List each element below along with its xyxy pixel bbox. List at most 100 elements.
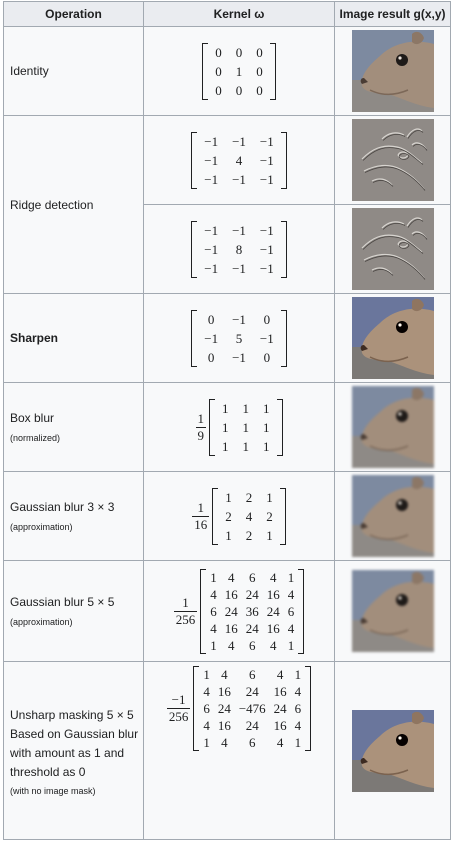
matrix-cell: −1: [232, 133, 246, 149]
matrix-cell: 16: [217, 684, 231, 699]
matrix-cell: 6: [249, 735, 256, 750]
op-gauss5: Gaussian blur 5 × 5 (approximation): [3, 560, 144, 662]
convolution-kernels-table: Operation Kernel ω Image result g(x,y) I…: [3, 1, 451, 840]
matrix-cell: 24: [245, 620, 259, 636]
header-kernel: Kernel ω: [143, 1, 335, 27]
matrix-cell: 16: [266, 586, 280, 602]
matrix-cell: −1: [232, 260, 246, 276]
squirrel-image-ridge-b: [351, 208, 434, 290]
matrix-cell: 1: [242, 400, 250, 416]
matrix-cell: −1: [259, 133, 274, 149]
image-gauss3: [334, 471, 451, 561]
op-unsharp-label2: Based on Gaussian blur: [10, 726, 139, 741]
matrix-cell: 4: [235, 152, 243, 168]
squirrel-image-box: [351, 386, 434, 468]
matrix-cell: 1: [294, 667, 302, 682]
matrix-cell: 4: [270, 637, 277, 653]
matrix-cell: −1: [232, 222, 246, 238]
matrix-cell: 8: [235, 241, 243, 257]
op-gauss3: Gaussian blur 3 × 3 (approximation): [3, 471, 144, 561]
squirrel-image-unsharp: [351, 709, 434, 792]
matrix-cell: −1: [204, 222, 219, 238]
matrix-cell: 2: [245, 527, 253, 543]
matrix-cell: 0: [263, 349, 271, 365]
matrix-cell: 0: [256, 44, 263, 60]
matrix-cell: −1: [204, 330, 219, 346]
matrix-cell: −1: [232, 171, 246, 187]
matrix-cell: 1: [203, 735, 210, 750]
matrix-cell: 2: [245, 489, 253, 505]
squirrel-image-ridge-a: [351, 119, 434, 201]
matrix-cell: 2: [225, 508, 232, 524]
frac-num-unsharp: −1: [171, 692, 186, 707]
row-unsharp: Unsharp masking 5 × 5 Based on Gaussian …: [3, 661, 451, 840]
matrix-cell: 1: [242, 419, 250, 435]
image-ridge-b: [334, 204, 451, 294]
matrix-cell: 16: [217, 718, 231, 733]
matrix-cell: 0: [207, 349, 215, 365]
image-gauss5: [334, 560, 451, 662]
matrix-cell: 1: [294, 735, 302, 750]
frac-den-unsharp: 256: [166, 708, 191, 724]
matrix-cell: 1: [222, 419, 229, 435]
matrix-cell: 4: [221, 667, 228, 682]
matrix-cell: 4: [287, 586, 295, 602]
matrix-cell: 16: [266, 620, 280, 636]
matrix-cell: 1: [263, 419, 270, 435]
row-ridge-a: Ridge detection −1 −1 −1 −1 4 −1 −1 −1 −1: [3, 115, 451, 294]
matrix-cell: 0: [256, 63, 263, 79]
matrix-cell: 4: [294, 684, 302, 699]
matrix-cell: 4: [228, 637, 235, 653]
matrix-cell: 0: [256, 82, 263, 98]
squirrel-image-gauss3: [351, 475, 434, 557]
matrix-cell: 0: [235, 82, 243, 98]
matrix-cell: −476: [238, 701, 266, 716]
op-unsharp-label1: Unsharp masking 5 × 5: [10, 707, 134, 722]
matrix-cell: 1: [287, 637, 295, 653]
header-operation: Operation: [3, 1, 144, 27]
image-ridge-a: [334, 115, 451, 205]
matrix-cell: 1: [263, 400, 270, 416]
matrix-cell: −1: [232, 349, 246, 365]
frac-num-gauss3: 1: [197, 499, 205, 515]
matrix-cell: 1: [210, 569, 217, 585]
matrix-cell: 24: [245, 684, 259, 699]
matrix-cell: 1: [203, 667, 210, 682]
image-box: [334, 382, 451, 472]
op-unsharp-label3: with amount as 1 and: [10, 745, 125, 760]
matrix-cell: −1: [204, 171, 219, 187]
matrix-cell: 4: [287, 620, 295, 636]
op-ridge: Ridge detection: [3, 115, 144, 294]
matrix-cell: −1: [204, 133, 219, 149]
matrix-cell: 24: [245, 586, 259, 602]
matrix-cell: 6: [210, 603, 217, 619]
matrix-cell: 4: [203, 718, 210, 733]
header-result: Image result g(x,y): [334, 1, 451, 27]
matrix-cell: 2: [266, 508, 273, 524]
matrix-cell: 1: [225, 489, 232, 505]
matrix-cell: 1: [263, 438, 270, 454]
matrix-cell: 4: [228, 569, 235, 585]
op-gauss3-note: (approximation): [10, 522, 73, 532]
matrix-cell: 16: [224, 586, 238, 602]
matrix-cell: 1: [242, 438, 250, 454]
matrix-cell: 4: [270, 569, 277, 585]
matrix-cell: 0: [215, 44, 222, 60]
frac-den-gauss3: 16: [192, 515, 210, 532]
matrix-cell: 6: [249, 569, 256, 585]
matrix-cell: 0: [215, 82, 222, 98]
